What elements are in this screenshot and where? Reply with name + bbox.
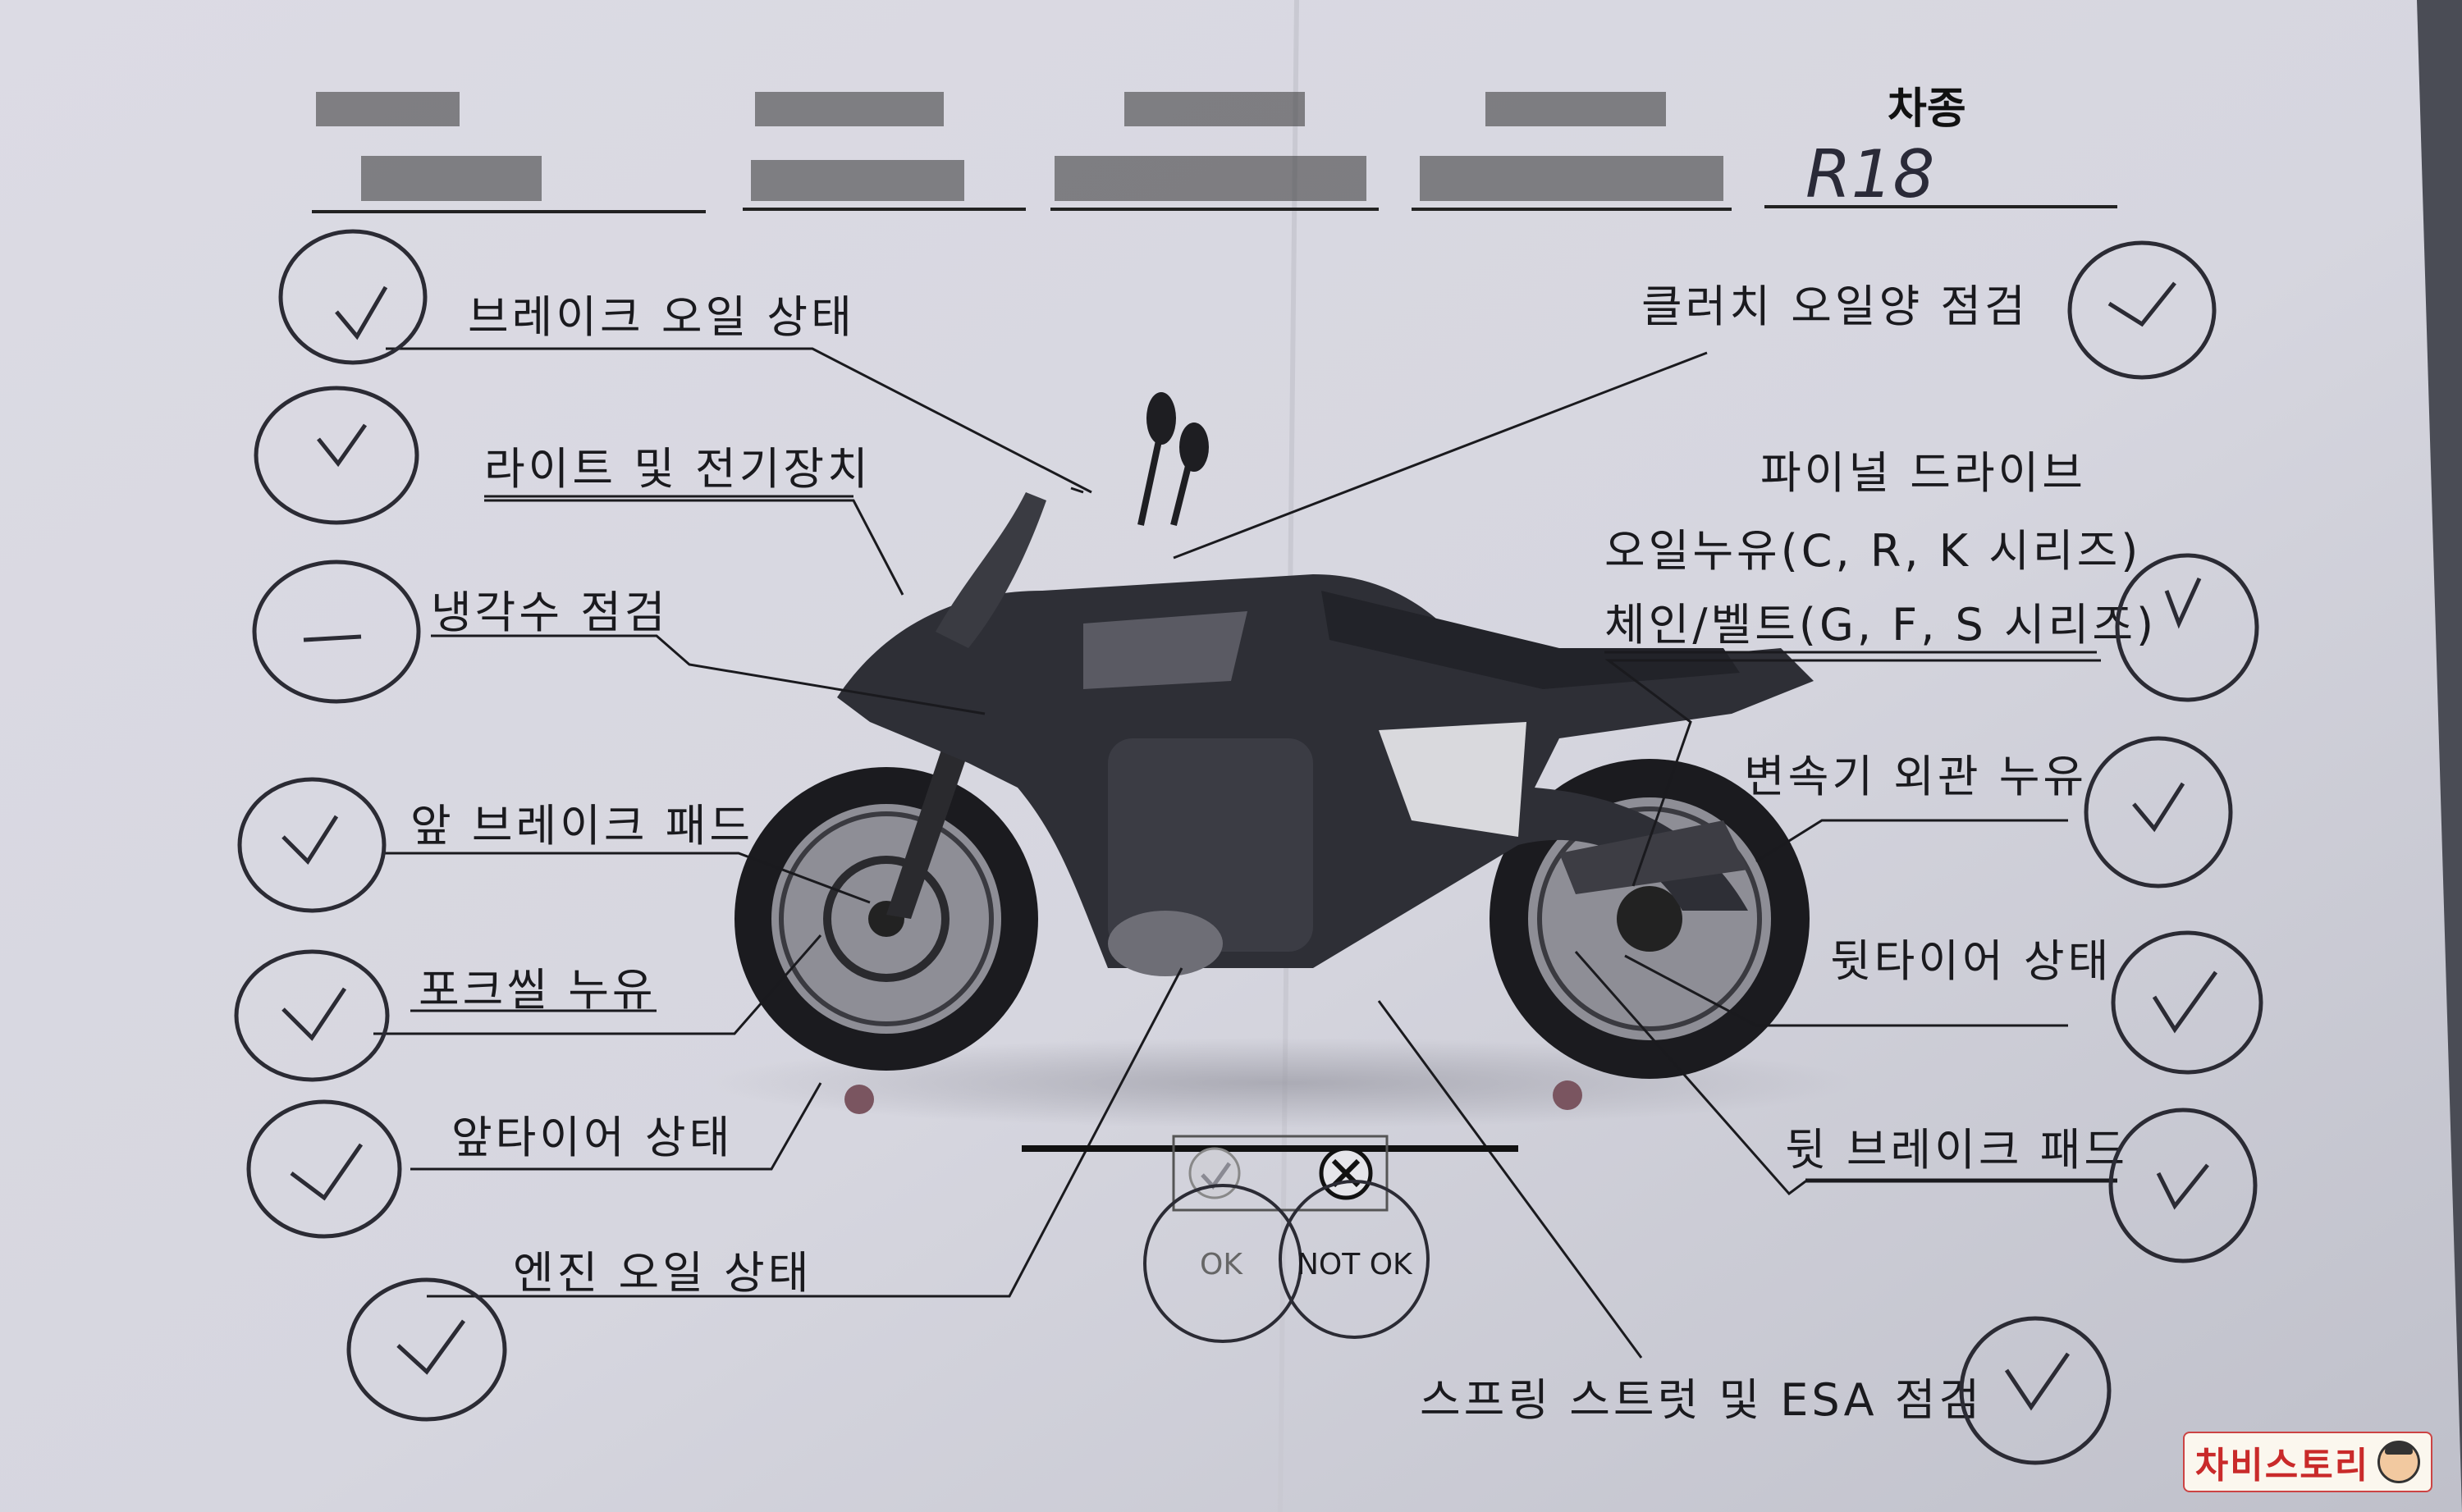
line-lights <box>484 499 904 596</box>
label-spring: 스프링 스트럿 및 ESA 점검 <box>1420 1374 1983 1426</box>
label-coolant: 냉각수 점검 <box>431 587 669 638</box>
label-trans: 변속기 외관 누유 <box>1744 751 2087 802</box>
seat <box>1321 591 1740 689</box>
label-front-tire: 앞타이어 상태 <box>451 1112 733 1163</box>
label-front-pad: 앞 브레이크 패드 <box>410 800 753 852</box>
circle-clutch <box>2067 240 2217 380</box>
line-fork-seal <box>373 934 822 1035</box>
labels: 브레이크 오일 상태 라이트 및 전기장치 냉각수 점검 앞 브레이크 패드 포… <box>382 281 2157 1426</box>
front-wheel <box>734 767 1038 1071</box>
windscreen <box>936 492 1046 648</box>
circle-engine-oil <box>346 1277 507 1422</box>
line-spring <box>1377 1000 1643 1359</box>
exhaust <box>1559 820 1748 894</box>
circle-front-tire <box>246 1099 402 1239</box>
circle-front-pad <box>237 777 387 913</box>
label-final-drive-3: 체인/벨트(G, F, S 시리즈) <box>1604 599 2157 651</box>
not-ok-hand-circle <box>1279 1180 1430 1339</box>
label-lights: 라이트 및 전기장치 <box>484 443 872 495</box>
watermark-text: 차비스토리 <box>2194 1445 2370 1487</box>
label-engine-oil: 엔진 오일 상태 <box>513 1247 812 1299</box>
redacted-value-4 <box>1420 156 1723 201</box>
redacted-header-2 <box>755 92 944 126</box>
circle-trans <box>2084 736 2233 888</box>
redacted-header-3 <box>1124 92 1305 126</box>
circle-spring <box>1959 1316 2112 1465</box>
redacted-header-4 <box>1485 92 1666 126</box>
left-check-circles <box>234 229 507 1422</box>
rear-marker-dot <box>1553 1080 1582 1110</box>
legend: OK NOT OK <box>1022 1135 1518 1343</box>
motorcycle-image <box>706 392 1855 1128</box>
line-clutch <box>1173 351 1708 560</box>
circle-rear-tire <box>2111 930 2263 1075</box>
line-trans <box>1755 819 2068 863</box>
line-front-tire <box>410 1082 822 1171</box>
redacted-header-1 <box>316 92 460 126</box>
mirror-right <box>1179 423 1209 472</box>
engine-block <box>1108 738 1313 952</box>
check-mark-icon <box>2164 577 2202 629</box>
label-fork-seal: 포크씰 누유 <box>419 964 657 1016</box>
watermark-badge: 차비스토리 <box>2183 1432 2432 1492</box>
mirror-left <box>1146 392 1176 445</box>
side-panel <box>1379 722 1526 837</box>
label-final-drive-1: 파이널 드라이브 <box>1760 447 2086 499</box>
label-final-drive-2: 오일누유(C, R, K 시리즈) <box>1604 525 2141 577</box>
legend-ok: OK <box>1200 1248 1243 1281</box>
redacted-value-3 <box>1055 156 1366 201</box>
circle-coolant <box>252 560 421 704</box>
tank-graphic <box>1083 611 1247 689</box>
check-mark-icon <box>2132 782 2185 833</box>
check-mark-icon <box>2152 971 2218 1034</box>
redacted-value-2 <box>751 160 964 201</box>
redacted-value-1 <box>361 156 542 201</box>
model-label: 차종 <box>1888 85 1966 134</box>
line-engine-oil <box>427 967 1183 1298</box>
label-rear-pad: 뒷 브레이크 패드 <box>1785 1124 2128 1176</box>
check-mark-icon <box>281 987 347 1041</box>
avatar-icon <box>2377 1441 2421 1483</box>
label-rear-tire: 뒷타이어 상태 <box>1830 935 2112 987</box>
circle-lights <box>254 386 419 525</box>
engine-cover <box>1108 911 1223 976</box>
dash-mark-icon <box>303 634 362 642</box>
label-brake-oil: 브레이크 오일 상태 <box>468 291 855 343</box>
check-mark-icon <box>335 285 388 340</box>
right-check-circles <box>1959 240 2263 1465</box>
circle-brake-oil <box>278 229 428 365</box>
ok-hand-circle <box>1143 1184 1302 1343</box>
check-mark-icon <box>290 1143 364 1201</box>
circle-rear-pad <box>2108 1108 2258 1263</box>
check-mark-icon <box>317 423 368 468</box>
check-mark-icon <box>2156 1163 2209 1210</box>
circle-fork-seal <box>234 949 390 1082</box>
model-handwritten: R18 <box>1805 136 1934 212</box>
line-rear-pad <box>1574 951 2117 1196</box>
line-rear-tire <box>1624 954 2068 1027</box>
line-brake-oil <box>386 347 1092 494</box>
check-mark-icon <box>396 1319 466 1375</box>
header: 차종 R18 <box>312 85 2117 213</box>
front-marker-dot <box>844 1085 874 1114</box>
check-mark-icon <box>2004 1352 2071 1411</box>
arrow-brake-oil <box>1070 486 1084 494</box>
legend-not-ok: NOT OK <box>1297 1248 1413 1281</box>
label-clutch: 클러치 오일양 점검 <box>1641 281 2029 332</box>
line-final-drive <box>1604 659 2101 887</box>
circle-final-drive <box>2115 553 2259 702</box>
check-mark-icon <box>281 815 339 865</box>
check-mark-icon <box>2107 281 2176 327</box>
